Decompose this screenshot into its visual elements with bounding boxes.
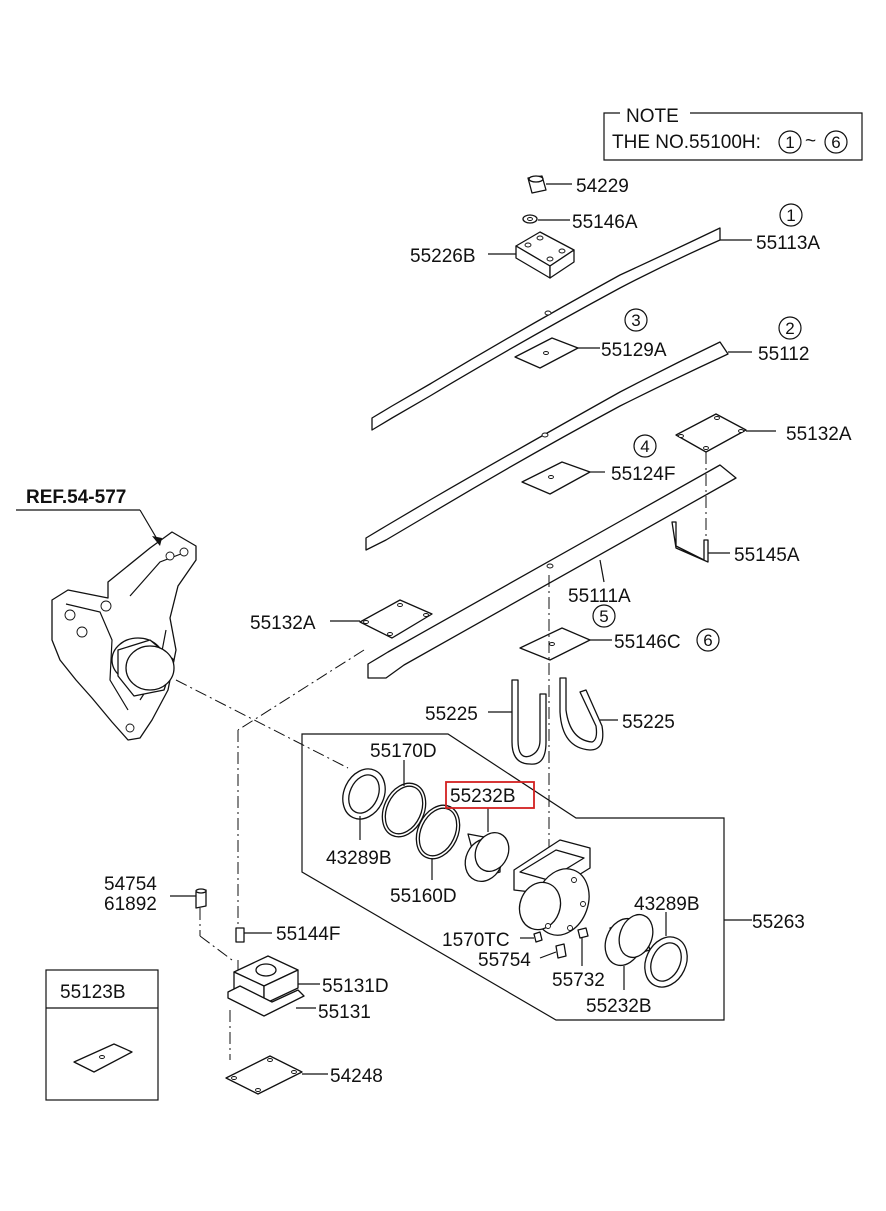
label-55132A-top: 55132A — [786, 424, 852, 445]
label-55226B: 55226B — [410, 246, 476, 267]
label-55113A: 55113A — [756, 233, 820, 254]
bushing-55232B-top — [464, 808, 510, 882]
clamp-55226B — [488, 231, 575, 279]
label-55131D: 55131D — [322, 976, 389, 997]
bolt-54754 — [170, 888, 233, 961]
label-55144F: 55144F — [276, 924, 340, 945]
shackle-housing — [513, 839, 591, 966]
u-bolt-55145A — [671, 452, 730, 563]
label-54754: 54754 — [104, 874, 157, 895]
leaf-55111A — [367, 464, 737, 679]
label-43289B-left: 43289B — [326, 848, 392, 869]
label-55232B-bottom: 55232B — [586, 996, 652, 1017]
ring-43289B-right — [644, 912, 688, 988]
stud-55144F — [235, 927, 272, 943]
callout-5: 5 — [592, 604, 616, 628]
pad-55124F — [521, 461, 605, 495]
label-55146A: 55146A — [572, 212, 638, 233]
note-range-start: 1 — [785, 133, 794, 152]
label-61892: 61892 — [104, 894, 157, 915]
svg-text:5: 5 — [599, 607, 608, 626]
washer-55146A — [522, 214, 570, 224]
note-heading: NOTE — [626, 106, 679, 127]
callout-3: 3 — [624, 308, 648, 332]
u-bolt-55225-right — [559, 677, 618, 751]
label-43289B-right: 43289B — [634, 894, 700, 915]
label-1570TC: 1570TC — [442, 930, 510, 951]
label-55145A: 55145A — [734, 545, 800, 566]
hanger-bracket — [16, 509, 197, 741]
label-55225-left: 55225 — [425, 704, 478, 725]
pad-55132A-top — [675, 413, 776, 453]
rubber-mount-55131 — [227, 955, 320, 1017]
label-55112: 55112 — [758, 344, 809, 365]
callout-2: 2 — [778, 316, 802, 340]
nut-54229 — [527, 175, 572, 194]
callout-6: 6 — [696, 628, 720, 652]
label-54229: 54229 — [576, 176, 629, 197]
part-box-55123B — [45, 969, 159, 1101]
note-range-sep: ~ — [805, 131, 816, 152]
label-55123B: 55123B — [60, 982, 126, 1003]
ring-43289B-left — [342, 768, 386, 840]
plate-54248 — [225, 1055, 328, 1095]
ring-55160D — [415, 804, 461, 880]
leaf-55112 — [365, 341, 752, 551]
ring-55170D — [381, 760, 427, 838]
label-55131: 55131 — [318, 1002, 371, 1023]
svg-text:3: 3 — [631, 311, 640, 330]
note-text: THE NO.55100H: — [612, 132, 761, 153]
label-54248: 54248 — [330, 1066, 383, 1087]
svg-text:4: 4 — [640, 437, 649, 456]
label-55732: 55732 — [552, 970, 605, 991]
leaf-55113A — [371, 227, 752, 431]
note-range-end: 6 — [831, 133, 840, 152]
ref-label: REF.54-577 — [26, 487, 126, 508]
svg-text:6: 6 — [703, 631, 712, 650]
assembly-box-55263 — [301, 733, 725, 1021]
label-55225-right: 55225 — [622, 712, 675, 733]
callout-1: 1 — [779, 203, 803, 227]
label-55146C: 55146C — [614, 632, 681, 653]
pad-55132A-left — [330, 599, 433, 639]
bushing-55232B-bottom — [604, 913, 654, 990]
highlight-box — [445, 781, 535, 809]
label-55232B-top: 55232B — [450, 786, 516, 807]
u-bolt-55225-left — [488, 679, 547, 765]
callout-4: 4 — [633, 434, 657, 458]
label-55129A: 55129A — [601, 340, 667, 361]
label-55754: 55754 — [478, 950, 531, 971]
label-55132A-left: 55132A — [250, 613, 316, 634]
label-55170D: 55170D — [370, 741, 437, 762]
note-box: NOTE THE NO.55100H: 1 ~ 6 — [603, 106, 863, 161]
label-55124F: 55124F — [611, 464, 675, 485]
label-55111A: 55111A — [568, 586, 631, 607]
label-55263: 55263 — [752, 912, 805, 933]
label-55160D: 55160D — [390, 886, 457, 907]
svg-text:2: 2 — [785, 319, 794, 338]
svg-text:1: 1 — [786, 206, 795, 225]
pad-55146C — [519, 627, 612, 661]
pad-55129A — [514, 337, 600, 369]
